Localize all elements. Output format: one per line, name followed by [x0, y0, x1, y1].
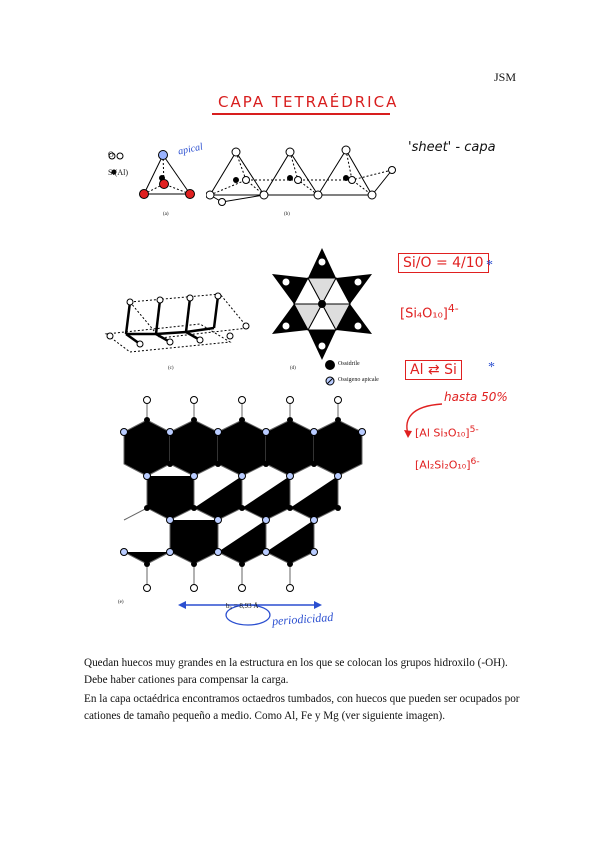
figure-title: CAPA TETRAÉDRICA [218, 93, 399, 111]
hexagonal-star-projection [272, 248, 372, 360]
tetrahedral-sheet-perspective [104, 292, 250, 353]
si-o-ratio: Si/O = 4/10 [398, 253, 489, 273]
hexagonal-network-diagram [120, 396, 366, 592]
formula-si4o10: [Si₄O₁₀]4- [400, 302, 459, 322]
curved-arrow-icon [404, 403, 443, 438]
tetrahedron-diagram [108, 150, 195, 199]
periodicidad-annotation: periodicidad [271, 609, 334, 629]
exchange-arrows-icon: ⇄ [427, 362, 440, 378]
label-b: (b) [284, 212, 290, 217]
label-a: (a) [163, 212, 169, 217]
sheet-annotation: 'sheet' - capa [408, 140, 496, 155]
legend-oxygen: O [108, 150, 114, 159]
formula-alsi3o10: [Al Si₃O₁₀]5- [415, 424, 479, 440]
paragraph-octahedral: En la capa octaédrica encontramos octaed… [84, 693, 520, 722]
paragraph-hydroxyl: Quedan huecos muy grandes en la estructu… [84, 657, 508, 686]
label-e: (e) [118, 600, 124, 605]
tetrahedral-chain-diagram [206, 145, 396, 206]
al-si-substitution: Al ⇄ Si [405, 360, 462, 380]
star-mark: * [488, 360, 495, 375]
legend-ossidrile: Ossidrile [338, 361, 360, 367]
hasta-50-note: hasta 50% [444, 390, 508, 404]
star-mark: * [486, 258, 493, 273]
periodicity-arrow [178, 601, 322, 626]
label-d: (d) [290, 366, 296, 371]
author-initials: JSM [494, 70, 517, 84]
formula-al2si2o10: [Al₂Si₂O₁₀]6- [415, 456, 480, 472]
label-c: (c) [168, 366, 174, 371]
legend-silicon: Si(Al) [108, 168, 128, 177]
legend-ossigeno-apicale: Ossigeno apicale [338, 377, 379, 383]
legend-markers [325, 360, 335, 386]
b-dimension-label: b₀ = 8,93 Å [226, 602, 259, 610]
title-underline [212, 113, 390, 115]
